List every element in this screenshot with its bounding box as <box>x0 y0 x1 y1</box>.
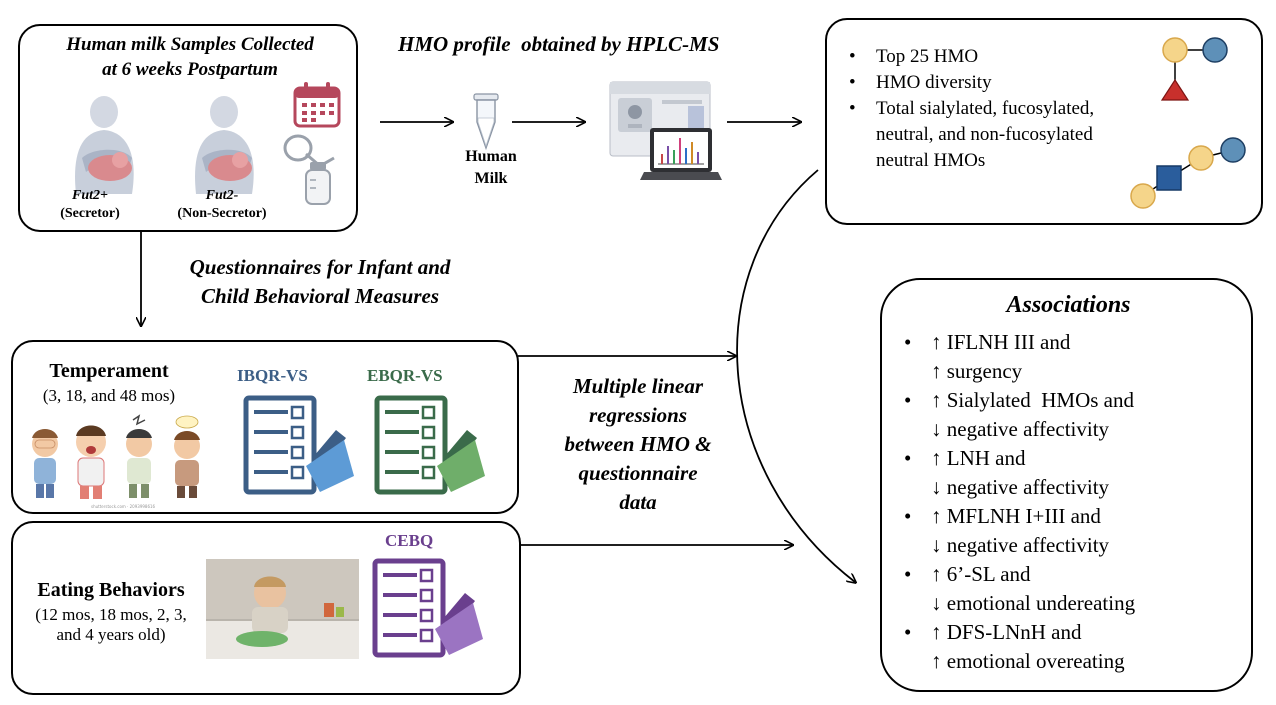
associations-box: Associations ↑ IFLNH III and↑ surgency ↑… <box>880 278 1253 692</box>
milk-label-line2: Milk <box>474 170 508 187</box>
child-shocked-icon <box>174 415 200 498</box>
ebqr-questionnaire-icon <box>374 395 485 495</box>
temperament-title: Temperament <box>49 360 169 382</box>
milk-tube-icon <box>473 93 499 151</box>
glycan-fucosylated-icon <box>1160 37 1228 101</box>
secretor-gene: Fut2+ <box>72 188 108 203</box>
laptop-icon <box>640 128 722 180</box>
regression-line5: data <box>619 490 657 514</box>
hplc-ms-instrument-icon <box>609 81 722 180</box>
child-angry-icon <box>126 414 152 498</box>
association-item: ↑ LNH and↓ negative affectivity <box>904 444 1244 502</box>
eating-box: Eating Behaviors (12 mos, 18 mos, 2, 3, … <box>11 521 521 695</box>
hmo-outcomes-list: Top 25 HMO HMO diversity Total sialylate… <box>849 44 1117 174</box>
association-item: ↑ 6’-SL and↓ emotional undereating <box>904 560 1244 618</box>
outcome-item: Total sialylated, fucosylated, neutral, … <box>849 96 1117 174</box>
associations-list: ↑ IFLNH III and↑ surgency ↑ Sialylated H… <box>904 328 1244 676</box>
questionnaires-line1: Questionnaires for Infant and <box>189 255 451 279</box>
ibqr-questionnaire-icon <box>243 395 354 495</box>
mother-breastfeeding-nonsecretor-icon <box>195 96 254 194</box>
milk-label-line1: Human <box>465 148 517 165</box>
temperament-box: Temperament (3, 18, and 48 mos) shutters… <box>11 340 519 514</box>
secretor-label: (Secretor) <box>60 206 120 221</box>
arrow-outcomes-to-associations <box>736 169 855 582</box>
eating-ages-line1: (12 mos, 18 mos, 2, 3, <box>35 605 187 624</box>
regression-line1: Multiple linear <box>572 374 704 398</box>
association-item: ↑ IFLNH III and↑ surgency <box>904 328 1244 386</box>
eating-ages-line2: and 4 years old) <box>56 625 166 644</box>
regression-line3: between HMO & <box>564 432 712 456</box>
child-covering-eyes-icon <box>32 429 58 498</box>
cebq-questionnaire-icon <box>372 558 483 658</box>
association-item: ↑ MFLNH I+III and↓ negative affectivity <box>904 502 1244 560</box>
glycan-sialylated-icon <box>1130 137 1246 209</box>
child-screaming-icon <box>76 425 106 499</box>
regression-line2: regressions <box>588 403 688 427</box>
eating-title: Eating Behaviors <box>37 579 185 601</box>
nonsecretor-gene: Fut2- <box>205 188 239 203</box>
temperament-ages: (3, 18, and 48 mos) <box>42 386 176 405</box>
cebq-label: CEBQ <box>385 531 434 550</box>
toddler-eating-photo <box>206 559 359 659</box>
outcome-item: HMO diversity <box>849 70 1117 96</box>
mother-breastfeeding-secretor-icon <box>75 96 134 194</box>
association-item: ↑ DFS-LNnH and↑ emotional overeating <box>904 618 1244 676</box>
ibqr-label: IBQR-VS <box>237 366 308 385</box>
association-item: ↑ Sialylated HMOs and↓ negative affectiv… <box>904 386 1244 444</box>
questionnaires-line2: Child Behavioral Measures <box>200 284 440 308</box>
associations-title: Associations <box>1006 292 1131 318</box>
samples-title-line1: Human milk Samples Collected <box>66 34 314 55</box>
regression-line4: questionnaire <box>578 461 698 485</box>
hmo-outcomes-box: Top 25 HMO HMO diversity Total sialylate… <box>825 18 1263 225</box>
image-watermark: shutterstock.com · 2093998616 <box>91 504 156 509</box>
samples-title-line2: at 6 weeks Postpartum <box>102 59 278 80</box>
ebqr-label: EBQR-VS <box>367 366 443 385</box>
calendar-icon <box>293 82 341 128</box>
hmo-profile-title: HMO profile obtained by HPLC-MS <box>398 32 720 56</box>
samples-box: Human milk Samples Collected at 6 weeks … <box>18 24 358 232</box>
children-emotions-icon <box>32 414 200 499</box>
breast-pump-icon <box>283 134 335 205</box>
nonsecretor-label: (Non-Secretor) <box>177 206 267 221</box>
outcome-item: Top 25 HMO <box>849 44 1117 70</box>
